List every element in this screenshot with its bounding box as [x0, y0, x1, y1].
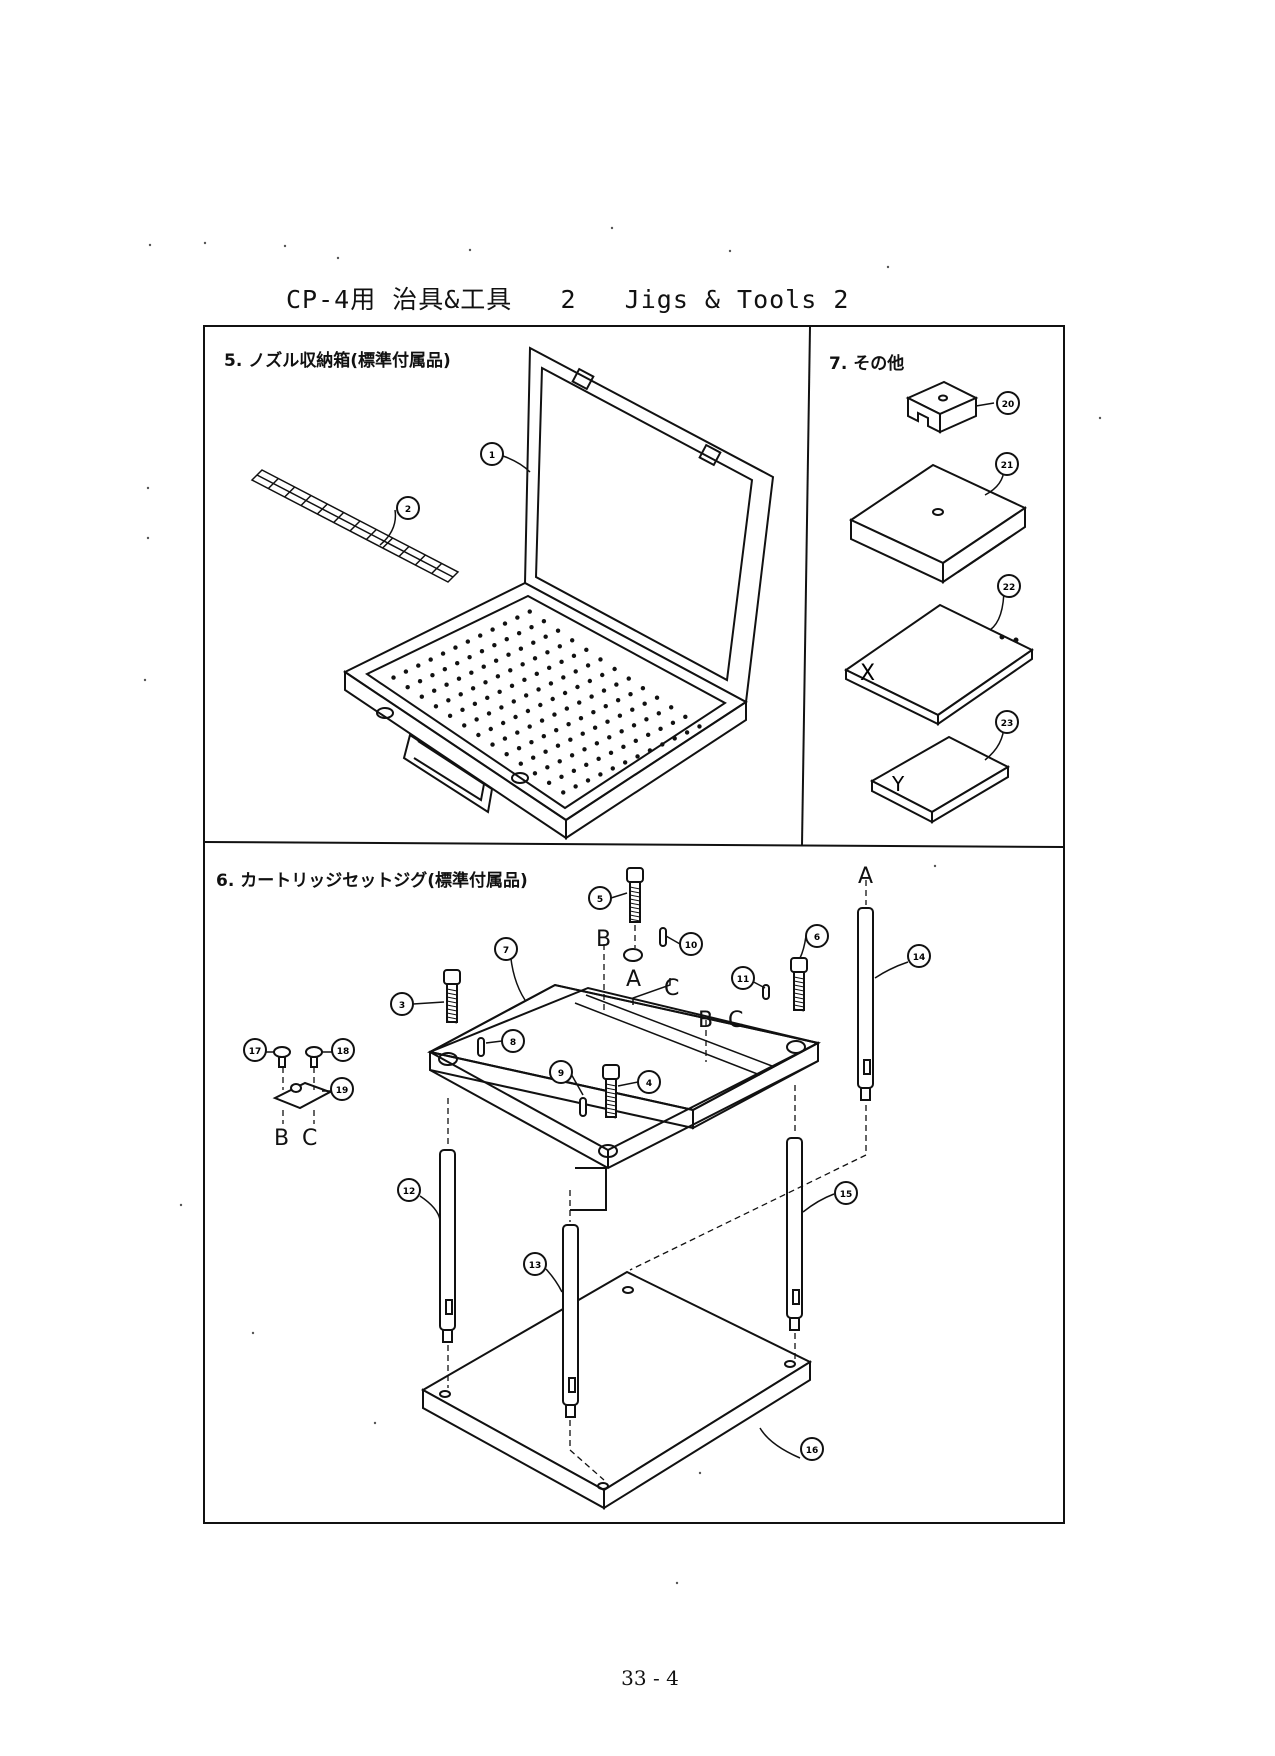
svg-text:17: 17 [249, 1047, 262, 1057]
bolt-5 [627, 868, 643, 922]
svg-text:5: 5 [597, 895, 603, 905]
cartridge-jig-base-plate [423, 1272, 810, 1508]
pin-9 [580, 1098, 586, 1116]
post-12 [440, 1150, 455, 1342]
callout-5: 5 [589, 887, 611, 909]
svg-text:2: 2 [405, 505, 411, 515]
pin-8 [478, 1038, 484, 1056]
callout-9: 9 [550, 1061, 572, 1083]
svg-text:12: 12 [403, 1187, 416, 1197]
section-label-other: 7. その他 [829, 349, 904, 374]
cartridge-jig-top-plate [430, 949, 818, 1157]
letter-c-plate: C [664, 976, 679, 1001]
svg-text:23: 23 [1001, 719, 1014, 729]
callout-12: 12 [398, 1179, 420, 1201]
svg-text:18: 18 [337, 1047, 350, 1057]
svg-text:4: 4 [646, 1079, 652, 1089]
callout-7: 7 [495, 938, 517, 960]
callout-11: 11 [732, 967, 754, 989]
letter-b-top: B [596, 927, 611, 952]
callout-3: 3 [391, 993, 413, 1015]
callout-10: 10 [680, 933, 702, 955]
svg-text:9: 9 [558, 1069, 564, 1079]
svg-text:13: 13 [529, 1261, 542, 1271]
page-number: 33 - 4 [600, 1666, 700, 1690]
letter-c-plate-2: C [728, 1008, 743, 1033]
callout-21: 21 [996, 453, 1018, 475]
svg-text:8: 8 [510, 1038, 516, 1048]
callout-6: 6 [806, 925, 828, 947]
section-label-cartridge-jig: 6. カートリッジセットジグ(標準付属品) [216, 866, 528, 891]
svg-text:21: 21 [1001, 461, 1014, 471]
callout-4: 4 [638, 1071, 660, 1093]
callout-19: 19 [331, 1078, 353, 1100]
callout-2: 2 [397, 497, 419, 519]
section-label-nozzle-case: 5. ノズル収納箱(標準付属品) [224, 346, 451, 371]
callout-13: 13 [524, 1253, 546, 1275]
vertical-divider [802, 327, 810, 845]
callout-15: 15 [835, 1182, 857, 1204]
callout-22: 22 [998, 575, 1020, 597]
svg-text:15: 15 [840, 1190, 853, 1200]
letter-b-small: B [274, 1126, 289, 1151]
svg-text:14: 14 [913, 953, 926, 963]
svg-text:6: 6 [814, 933, 820, 943]
post-14 [858, 908, 873, 1100]
nozzle-strip [252, 470, 458, 582]
callout-17: 17 [244, 1039, 266, 1061]
callout-16: 16 [801, 1438, 823, 1460]
plate-mark-x: X [860, 661, 875, 686]
svg-text:7: 7 [503, 946, 509, 956]
callout-23: 23 [996, 711, 1018, 733]
letter-a-plate: A [626, 967, 641, 992]
letter-a-post: A [858, 864, 873, 889]
svg-text:3: 3 [399, 1001, 405, 1011]
svg-text:19: 19 [336, 1086, 349, 1096]
horizontal-divider [203, 842, 1063, 847]
svg-text:1: 1 [489, 451, 495, 461]
post-13 [563, 1225, 578, 1417]
callout-18: 18 [332, 1039, 354, 1061]
letter-b-plate: B [698, 1008, 713, 1033]
nozzle-storage-case [345, 348, 773, 838]
callout-1: 1 [481, 443, 503, 465]
letter-c-small: C [302, 1126, 317, 1151]
svg-text:22: 22 [1003, 583, 1016, 593]
svg-text:11: 11 [737, 975, 750, 985]
svg-text:10: 10 [685, 941, 698, 951]
svg-text:16: 16 [806, 1446, 819, 1456]
callout-8: 8 [502, 1030, 524, 1052]
post-15 [787, 1138, 802, 1330]
svg-text:20: 20 [1002, 400, 1015, 410]
step-line [570, 1168, 606, 1210]
plate-mark-y: Y [891, 772, 905, 796]
callout-14: 14 [908, 945, 930, 967]
pin-10 [660, 928, 666, 946]
bracket-20 [908, 382, 976, 432]
callout-20: 20 [997, 392, 1019, 414]
